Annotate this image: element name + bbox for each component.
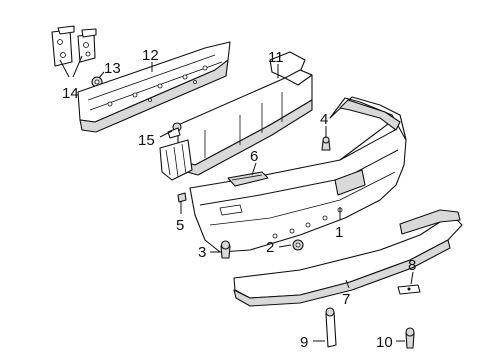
callout-12: 12 — [142, 47, 159, 64]
callout-6: 6 — [250, 148, 258, 165]
part-3-screw — [220, 240, 231, 259]
part-7-lower-valance — [233, 209, 463, 307]
callout-9: 9 — [300, 334, 308, 351]
bracket-side — [159, 139, 193, 181]
callout-2: 2 — [266, 239, 274, 256]
callout-8: 8 — [408, 257, 416, 274]
part-4-bolt — [321, 136, 331, 151]
part-2-push-pin — [292, 239, 304, 251]
part-12-impact-bar — [77, 41, 231, 133]
callout-10: 10 — [376, 334, 393, 351]
part-15-bolt — [167, 122, 182, 139]
callout-3: 3 — [198, 244, 206, 261]
part-11-energy-absorber — [177, 51, 313, 176]
callout-1: 1 — [335, 224, 343, 241]
part-13-nut — [91, 76, 103, 88]
callout-7: 7 — [342, 291, 350, 308]
part-8-clip — [397, 284, 421, 295]
leader-lines — [59, 55, 414, 342]
part-10-screw — [405, 327, 415, 349]
part-9-bolt — [325, 307, 337, 348]
callout-5: 5 — [176, 217, 184, 234]
callout-15: 15 — [138, 132, 155, 149]
part-6-trim — [227, 171, 269, 187]
callout-11: 11 — [268, 49, 284, 66]
callout-14: 14 — [62, 85, 79, 102]
part-1-bumper-fascia — [189, 96, 407, 253]
part-5-clip — [177, 192, 187, 203]
callout-13: 13 — [104, 60, 121, 77]
part-14-brackets — [51, 25, 97, 67]
callout-4: 4 — [320, 111, 328, 128]
